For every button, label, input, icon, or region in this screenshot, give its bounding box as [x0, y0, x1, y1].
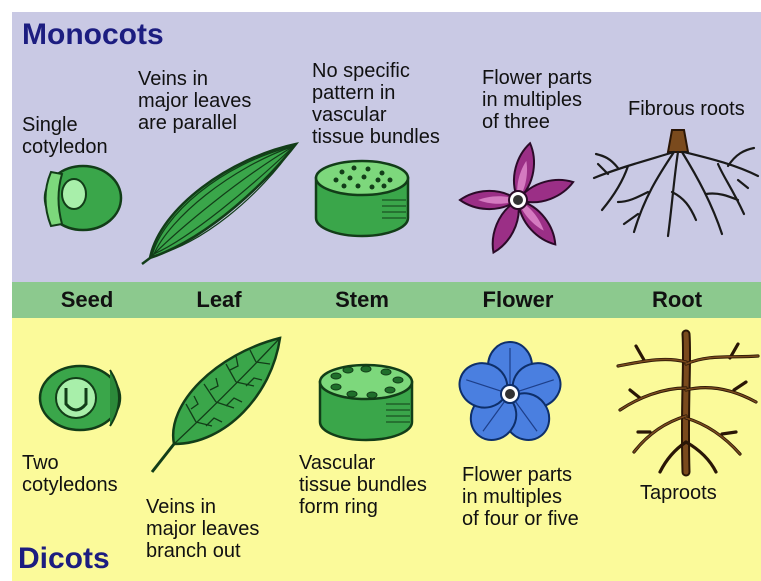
organ-label-stem: Stem — [297, 287, 427, 313]
dicot-seed-caption: Two cotyledons — [22, 452, 118, 496]
organ-label-root: Root — [612, 287, 742, 313]
dicot-stem-caption: Vascular tissue bundles form ring — [299, 452, 427, 518]
dicot-root-illustration — [614, 332, 760, 478]
monocot-stem-illustration — [312, 158, 412, 240]
organ-label-flower: Flower — [453, 287, 583, 313]
monocot-flower-illustration — [456, 140, 586, 258]
monocot-seed-illustration — [36, 160, 126, 240]
dicot-flower-illustration — [460, 340, 560, 446]
dicots-title: Dicots — [18, 542, 110, 576]
dicot-root-caption: Taproots — [640, 482, 717, 504]
dicot-leaf-caption: Veins in major leaves branch out — [146, 496, 259, 562]
dicot-flower-caption: Flower parts in multiples of four or fiv… — [462, 464, 579, 530]
monocot-seed-caption: Single cotyledon — [22, 114, 108, 158]
organ-label-seed: Seed — [22, 287, 152, 313]
monocot-root-caption: Fibrous roots — [628, 98, 745, 120]
monocots-title: Monocots — [22, 18, 164, 52]
organ-label-leaf: Leaf — [154, 287, 284, 313]
dicot-leaf-illustration — [146, 334, 286, 474]
monocot-root-illustration — [588, 128, 760, 238]
monocot-flower-caption: Flower parts in multiples of three — [482, 67, 592, 133]
dicot-seed-illustration — [36, 362, 126, 434]
monocot-stem-caption: No specific pattern in vascular tissue b… — [312, 60, 440, 148]
monocot-leaf-caption: Veins in major leaves are parallel — [138, 68, 251, 134]
dicot-stem-illustration — [316, 362, 416, 444]
monocot-leaf-illustration — [140, 138, 300, 266]
